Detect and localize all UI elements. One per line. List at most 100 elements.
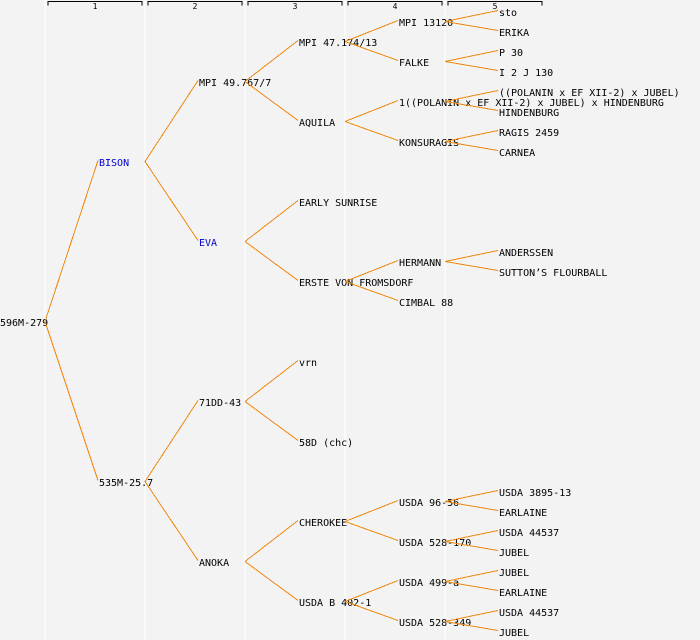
pedigree-node[interactable]: USDA 528-170: [399, 538, 471, 549]
generation-bracket: [247, 1, 343, 6]
generation-number: 4: [393, 2, 398, 11]
column-separators: [44, 0, 446, 640]
pedigree-node[interactable]: P 30: [499, 48, 523, 59]
pedigree-node[interactable]: AQUILA: [299, 118, 335, 129]
connector-line: [444, 250, 499, 262]
connector-line: [344, 580, 399, 602]
connector-line: [144, 80, 199, 162]
pedigree-node[interactable]: 535M-25.7: [99, 478, 153, 489]
pedigree-node[interactable]: USDA 44537: [499, 608, 559, 619]
connector-line: [44, 321, 99, 481]
pedigree-node-highlighted[interactable]: EVA: [199, 238, 217, 249]
generation-bracket: [347, 1, 443, 6]
connector-line: [344, 500, 399, 522]
pedigree-node-highlighted[interactable]: BISON: [99, 158, 129, 169]
connector-line: [444, 61, 499, 71]
generation-number: 2: [193, 2, 198, 11]
generation-number: 1: [93, 2, 98, 11]
connector-line: [344, 521, 399, 541]
pedigree-node[interactable]: USDA 96-56: [399, 498, 459, 509]
connector-line: [144, 400, 199, 482]
pedigree-node[interactable]: vrn: [299, 358, 317, 369]
pedigree-node[interactable]: SUTTON’S FLOURBALL: [499, 268, 607, 279]
pedigree-node[interactable]: JUBEL: [499, 628, 529, 639]
pedigree-node[interactable]: EARLAINE: [499, 588, 547, 599]
connector-line: [244, 81, 299, 121]
connector-line: [244, 40, 299, 82]
connector-line: [444, 21, 499, 31]
pedigree-node[interactable]: ERIKA: [499, 28, 529, 39]
connector-line: [144, 161, 199, 241]
pedigree-node[interactable]: 596M-279: [0, 318, 48, 329]
generation-bracket: [147, 1, 243, 6]
connector-line: [444, 90, 499, 102]
pedigree-node[interactable]: KONSURAGIS: [399, 138, 459, 149]
connector-line: [444, 570, 499, 582]
pedigree-node[interactable]: FALKE: [399, 58, 429, 69]
pedigree-node[interactable]: I 2 J 130: [499, 68, 553, 79]
connector-line: [444, 541, 499, 551]
generation-bracket: [47, 1, 143, 6]
connector-line: [344, 20, 399, 42]
pedigree-node[interactable]: EARLY SUNRISE: [299, 198, 377, 209]
connector-line: [344, 601, 399, 621]
connector-line: [244, 360, 299, 402]
generation-number: 3: [293, 2, 298, 11]
node-labels: 596M-279 BISON MPI 49.767/7 MPI 47.174/13 MP…: [0, 8, 680, 639]
pedigree-node[interactable]: USDA 528-349: [399, 618, 471, 629]
pedigree-node[interactable]: 71DD-43: [199, 398, 241, 409]
connector-line: [444, 50, 499, 62]
pedigree-node[interactable]: HINDENBURG: [499, 108, 559, 119]
pedigree-node[interactable]: JUBEL: [499, 568, 529, 579]
pedigree-node[interactable]: MPI 49.767/7: [199, 78, 271, 89]
pedigree-node[interactable]: 1((POLANIN x EF XII-2) x JUBEL) x HINDEN…: [399, 98, 664, 109]
pedigree-node[interactable]: MPI 13120: [399, 18, 453, 29]
pedigree-node[interactable]: CARNEA: [499, 148, 535, 159]
connector-line: [444, 490, 499, 502]
generation-headers: 1 2 3 4 5: [47, 1, 543, 11]
connector-line: [344, 121, 399, 141]
connector-line: [444, 621, 499, 631]
connector-line: [444, 261, 499, 271]
connector-line: [244, 241, 299, 281]
connector-line: [444, 530, 499, 542]
pedigree-node[interactable]: EARLAINE: [499, 508, 547, 519]
connector-line: [444, 581, 499, 591]
pedigree-node[interactable]: ANDERSSEN: [499, 248, 553, 259]
connector-line: [244, 401, 299, 441]
connector-line: [344, 260, 399, 282]
pedigree-node[interactable]: CHEROKEE: [299, 518, 347, 529]
connector-lines: [44, 10, 499, 631]
pedigree-node[interactable]: USDA 3895-13: [499, 488, 571, 499]
connector-line: [444, 101, 499, 111]
pedigree-node[interactable]: ANOKA: [199, 558, 229, 569]
pedigree-node[interactable]: USDA B 402-1: [299, 598, 371, 609]
generation-number: 5: [493, 2, 498, 11]
pedigree-node[interactable]: sto: [499, 8, 517, 19]
connector-line: [444, 10, 499, 22]
pedigree-node[interactable]: JUBEL: [499, 548, 529, 559]
pedigree-node[interactable]: 58D (chc): [299, 438, 353, 449]
connector-line: [444, 130, 499, 142]
pedigree-node[interactable]: USDA 44537: [499, 528, 559, 539]
pedigree-node[interactable]: CIMBAL 88: [399, 298, 453, 309]
pedigree-node[interactable]: USDA 499-a: [399, 578, 459, 589]
connector-line: [344, 41, 399, 61]
connector-line: [344, 281, 399, 301]
connector-line: [444, 501, 499, 511]
connector-line: [244, 561, 299, 601]
pedigree-node[interactable]: MPI 47.174/13: [299, 38, 377, 49]
connector-line: [344, 100, 399, 122]
connector-line: [444, 141, 499, 151]
pedigree-node[interactable]: RAGIS 2459: [499, 128, 559, 139]
generation-bracket: [447, 1, 543, 6]
connector-line: [444, 610, 499, 622]
connector-line: [44, 160, 99, 322]
connector-line: [244, 200, 299, 242]
pedigree-node[interactable]: ERSTE VON FROMSDORF: [299, 278, 413, 289]
pedigree-node[interactable]: ((POLANIN x EF XII-2) x JUBEL): [499, 88, 680, 99]
connector-line: [244, 520, 299, 562]
pedigree-node[interactable]: HERMANN: [399, 258, 441, 269]
